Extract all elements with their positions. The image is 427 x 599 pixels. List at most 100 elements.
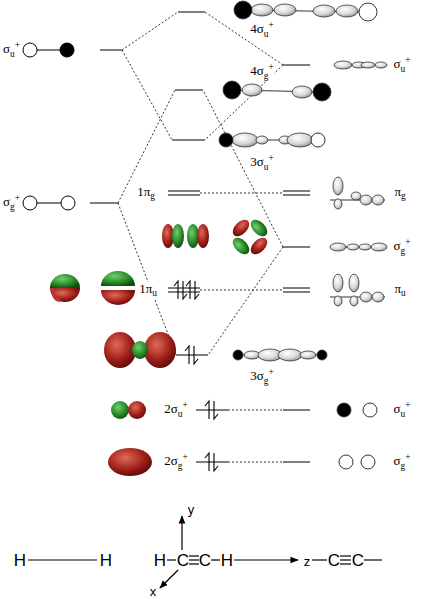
- isosurfaces-part: [50, 288, 80, 302]
- symmetry-superscript: +: [268, 367, 273, 377]
- symmetry-subscript: u: [152, 288, 157, 298]
- symmetry-subscript: g: [264, 71, 269, 81]
- orbital-label: σg+: [393, 238, 412, 256]
- symmetry-subscript: g: [264, 376, 269, 386]
- orbital-label: σg+: [393, 453, 412, 471]
- correlation-lines-part: [205, 12, 283, 65]
- acetylene-mo-pictures-part: [292, 86, 312, 98]
- orbital-symbol: 4σ: [250, 21, 264, 36]
- acetylene-mo-pictures-part: [256, 136, 268, 144]
- h2-orbitals-part: [61, 196, 75, 210]
- energy-levels-part: [283, 292, 310, 293]
- atom-label: H: [153, 552, 167, 569]
- h2-orbitals-part: [37, 203, 61, 204]
- energy-levels: [90, 12, 310, 462]
- electrons-part: [205, 401, 209, 419]
- h2-orbitals-part: [23, 196, 37, 210]
- acetylene-mo-pictures-part: [347, 244, 359, 250]
- symmetry-superscript: +: [15, 40, 20, 50]
- symmetry-superscript: +: [15, 193, 20, 203]
- energy-levels-part: [196, 410, 228, 411]
- isosurfaces-part: [50, 274, 80, 288]
- h2-orbitals-part: [37, 50, 60, 51]
- orbital-symbol: π: [394, 281, 401, 296]
- electrons-part: [214, 453, 218, 471]
- acetylene-mo-pictures-part: [233, 350, 243, 360]
- molecule-sketches-part: [28, 559, 97, 560]
- correlation-lines-part: [208, 247, 283, 355]
- symmetry-subscript: g: [178, 461, 183, 471]
- correlation-lines-part: [228, 410, 283, 411]
- orbital-symbol: σ: [394, 453, 401, 468]
- acetylene-mo-pictures-part: [349, 274, 359, 292]
- orbital-label: 3σg+: [249, 368, 274, 386]
- electrons-part: [205, 453, 209, 471]
- orbital-label: 4σu+: [249, 21, 274, 39]
- acetylene-mo-pictures-part: [313, 5, 335, 17]
- orbital-label: πu: [393, 282, 406, 299]
- orbital-label: 4σg+: [249, 63, 274, 81]
- acetylene-mo-pictures-part: [232, 133, 258, 147]
- molecule-sketches-part: [340, 559, 351, 560]
- acetylene-mo-pictures-part: [361, 455, 375, 469]
- energy-levels-part: [100, 50, 122, 51]
- energy-levels-part: [175, 90, 203, 91]
- atom-label: H: [13, 552, 27, 569]
- orbital-label: 2σg+: [163, 453, 188, 471]
- orbital-label: σu+: [393, 56, 412, 74]
- molecule-sketches-part: [364, 559, 382, 560]
- orbital-symbol: 2σ: [164, 453, 178, 468]
- symmetry-superscript: +: [268, 20, 273, 30]
- h2-orbitals-part: [60, 43, 74, 57]
- orbital-symbol: 2σ: [164, 401, 178, 416]
- molecule-sketches: [28, 516, 382, 588]
- acetylene-mo-pictures-part: [337, 403, 351, 417]
- symmetry-subscript: u: [178, 409, 183, 419]
- symmetry-subscript: u: [264, 162, 269, 172]
- orbital-symbol: 4σ: [250, 63, 264, 78]
- orbital-label: σu+: [2, 41, 21, 59]
- acetylene-mo-pictures-part: [274, 4, 296, 16]
- acetylene-mo-pictures-part: [242, 84, 262, 96]
- isosurfaces-part: [111, 401, 129, 419]
- acetylene-mo-pictures-part: [359, 3, 377, 21]
- axis-label: y: [187, 503, 196, 516]
- isosurfaces: [50, 217, 270, 476]
- correlation-lines-part: [200, 290, 283, 291]
- symmetry-subscript: u: [401, 409, 406, 419]
- acetylene-mo-pictures-part: [333, 177, 343, 195]
- orbital-symbol: σ: [394, 401, 401, 416]
- correlation-lines-part: [118, 90, 175, 203]
- energy-levels-part: [172, 140, 205, 141]
- atom-label: C: [351, 552, 365, 569]
- isosurfaces-part: [230, 235, 253, 258]
- symmetry-superscript: +: [268, 153, 273, 163]
- electrons: [174, 281, 218, 471]
- molecule-sketches-part: [312, 559, 327, 560]
- acetylene-mo-pictures-part: [334, 296, 342, 306]
- molecule-sketches-part: [234, 559, 298, 560]
- energy-levels-part: [283, 65, 310, 66]
- acetylene-mo-pictures-part: [372, 195, 384, 205]
- isosurfaces-part: [172, 224, 184, 248]
- electrons-part: [185, 346, 189, 364]
- acetylene-mo-pictures-part: [360, 292, 372, 302]
- axis-label: z: [303, 555, 312, 568]
- isosurfaces-part: [108, 448, 152, 476]
- electrons-part: [195, 281, 199, 299]
- orbital-symbol: 3σ: [250, 154, 264, 169]
- acetylene-mo-pictures-part: [278, 349, 302, 361]
- orbital-symbol: 1π: [139, 281, 152, 296]
- acetylene-mo-pictures-part: [251, 4, 273, 16]
- isosurfaces-part: [52, 288, 60, 300]
- orbital-label: σu+: [393, 401, 412, 419]
- isosurfaces-part: [132, 341, 148, 359]
- orbital-label: 2σu+: [163, 401, 188, 419]
- acetylene-mo-pictures-part: [311, 133, 325, 147]
- molecule-sketches-part: [340, 555, 351, 556]
- orbital-symbol: π: [394, 184, 401, 199]
- acetylene-mo-pictures-part: [363, 403, 377, 417]
- electrons-part: [174, 281, 178, 299]
- molecule-sketches-part: [189, 555, 199, 556]
- isosurfaces-part: [101, 290, 135, 305]
